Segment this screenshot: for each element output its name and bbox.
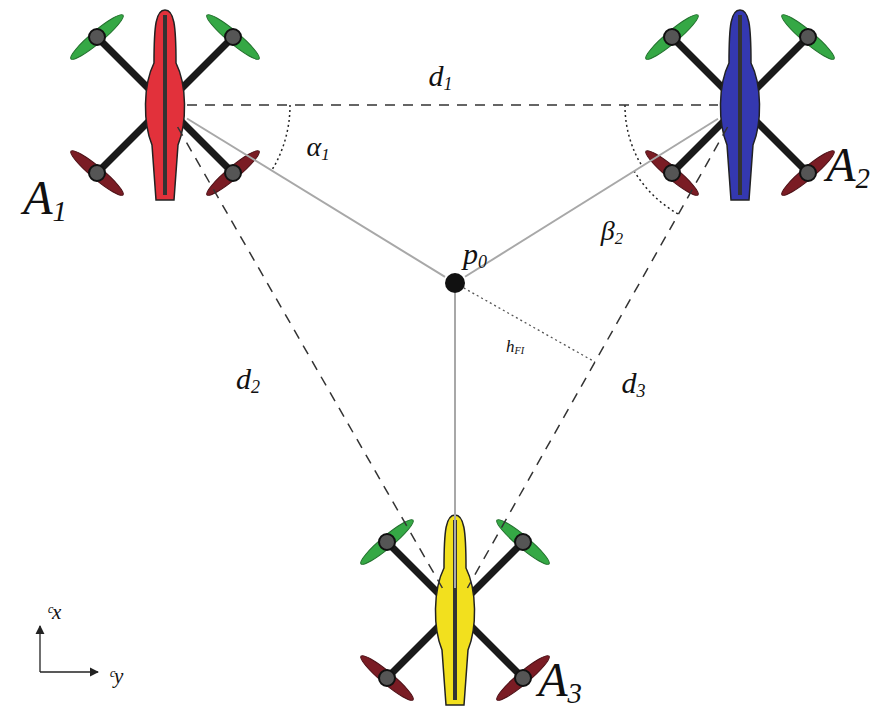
link-line	[465, 119, 718, 277]
label-wrap: A3	[538, 656, 582, 708]
drone-blue	[642, 10, 838, 200]
symbol: h	[506, 337, 515, 356]
node-label: A2	[826, 138, 870, 191]
subscript: 2	[855, 162, 869, 194]
angle-arcs	[272, 105, 678, 214]
drone-node: A3	[433, 588, 477, 632]
symbol: A	[826, 138, 855, 191]
subscript: 3	[567, 677, 581, 709]
symbol: α	[306, 131, 321, 162]
distance-line	[187, 104, 718, 106]
label-wrap: A1	[23, 174, 67, 226]
subscript: FI	[514, 345, 524, 356]
subscript: 1	[444, 74, 453, 94]
axis-label: ᶜy	[109, 666, 124, 687]
symbol: d	[429, 59, 444, 92]
label-wrap: p0	[463, 239, 487, 272]
drone-node: A1	[143, 83, 187, 127]
distance-label: d3	[620, 367, 648, 400]
node-label: p0	[463, 237, 487, 270]
node-label: A1	[23, 171, 67, 224]
distance-label: hFI	[506, 338, 524, 357]
axes	[40, 626, 98, 672]
distance-line	[178, 127, 443, 588]
distance-label: d1	[427, 61, 455, 94]
drone-node: A2	[718, 83, 762, 127]
subscript: 3	[637, 381, 646, 401]
drone-red	[67, 10, 263, 200]
symbol: A	[23, 171, 52, 224]
distance-line	[467, 127, 727, 588]
symbol: β	[601, 215, 615, 246]
link-line	[187, 119, 445, 277]
symbol: A	[538, 653, 567, 706]
angle-label: α1	[306, 133, 329, 164]
symbol: d	[236, 361, 251, 394]
distance-label: d2	[234, 363, 262, 396]
subscript: 2	[251, 377, 260, 397]
link-line	[454, 293, 456, 588]
label-wrap: A2	[826, 141, 870, 193]
height-line	[455, 283, 595, 362]
angle-label: β2	[601, 217, 623, 248]
subscript: 2	[615, 229, 623, 248]
centroid-point: p0	[445, 273, 465, 293]
subscript: 0	[478, 252, 487, 272]
node-label: A3	[538, 653, 582, 706]
axis-label: ᶜx	[47, 602, 62, 623]
subscript: 1	[321, 145, 329, 164]
symbol: d	[622, 365, 637, 398]
subscript: 1	[52, 195, 66, 227]
symbol: p	[463, 237, 478, 270]
